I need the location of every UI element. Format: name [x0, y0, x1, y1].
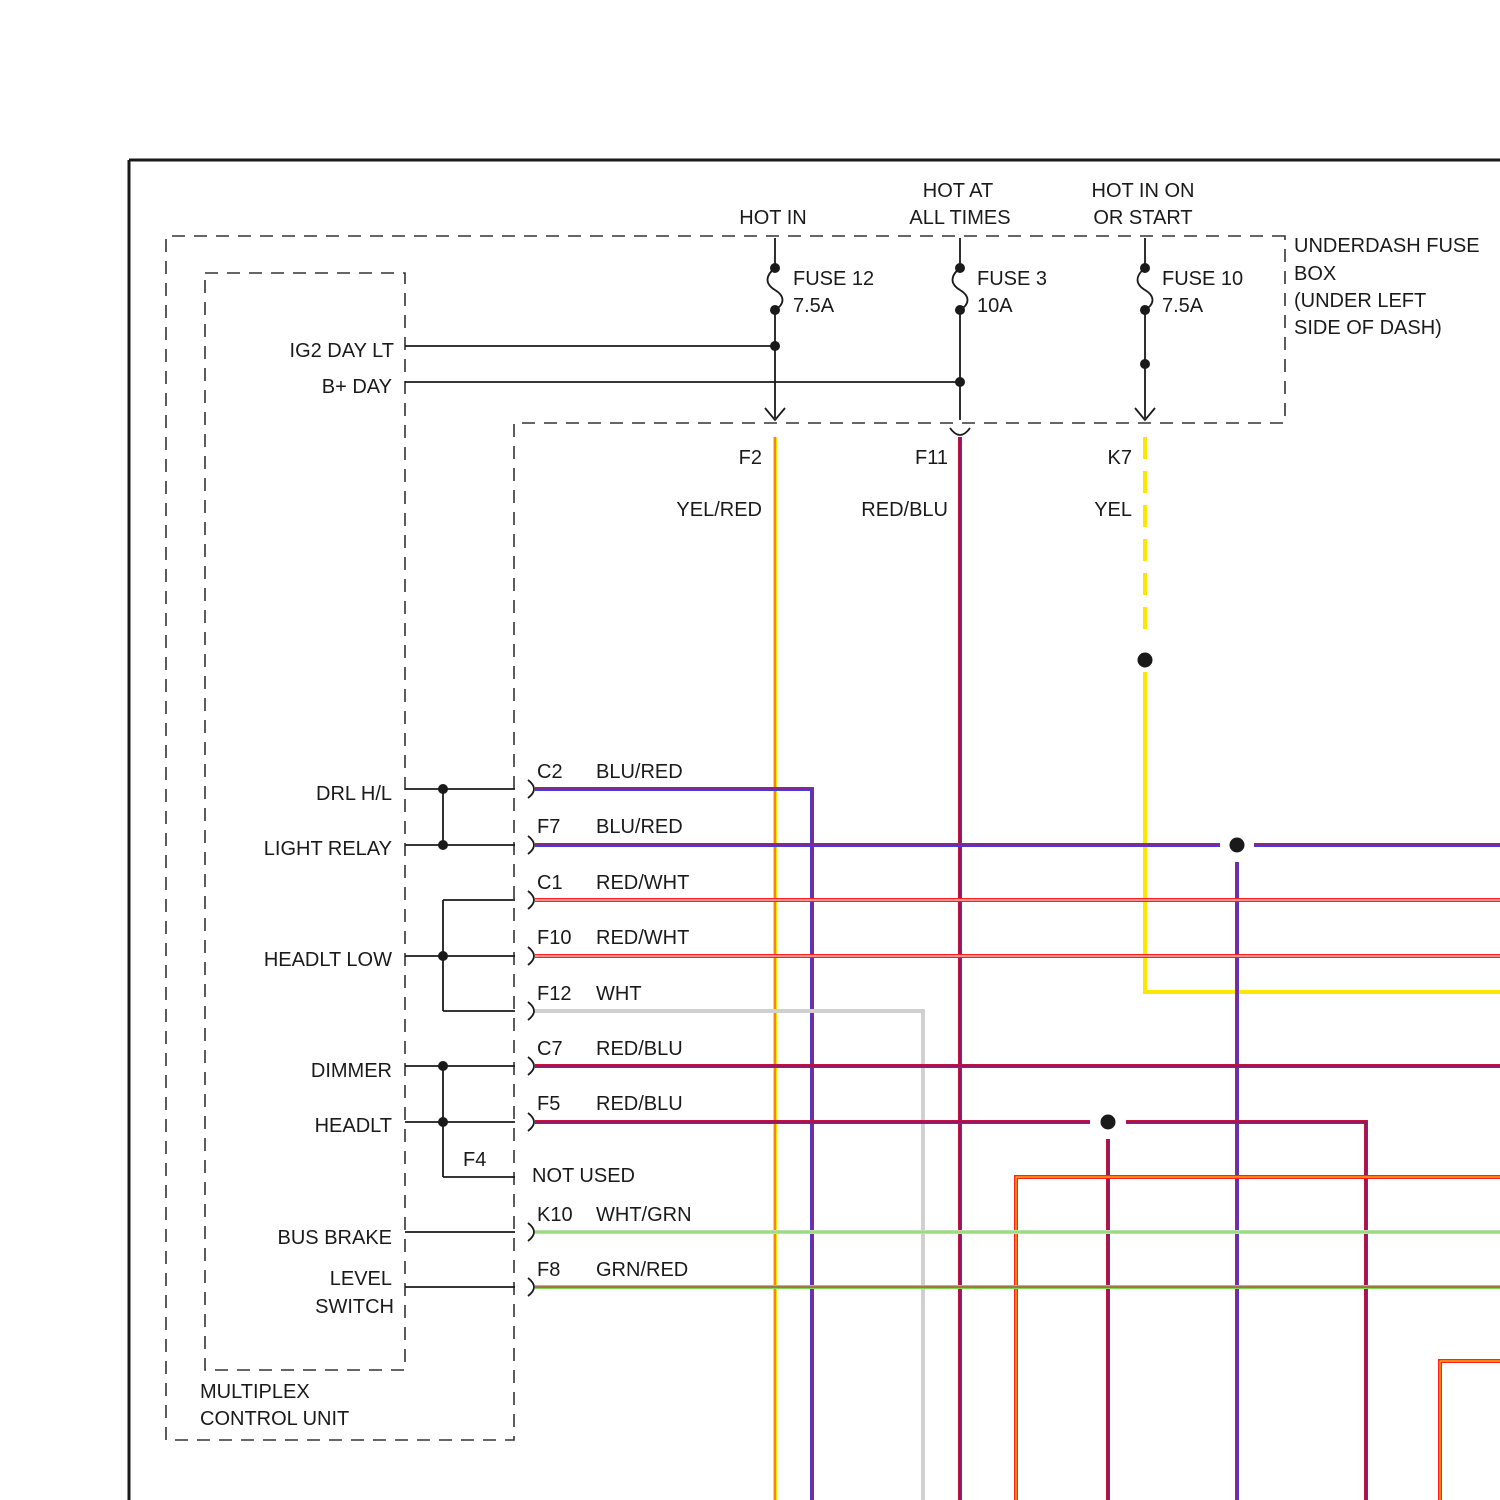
- wire-yel: [1145, 672, 1500, 992]
- label-hot-at-2: ALL TIMES: [909, 207, 1010, 229]
- svg-text:B+ DAY: B+ DAY: [322, 376, 392, 398]
- fuse-12-name: FUSE 12: [793, 268, 874, 290]
- fuse-10-rating: 7.5A: [1162, 295, 1204, 317]
- svg-text:F8: F8: [537, 1259, 560, 1281]
- black-circuit: [405, 238, 1155, 1296]
- svg-text:NOT USED: NOT USED: [532, 1165, 635, 1187]
- wire-f12-wht: [535, 1011, 923, 1500]
- svg-text:HEADLT: HEADLT: [315, 1115, 392, 1137]
- multiplex-control-unit-outline: [205, 273, 405, 1370]
- svg-text:WHT/GRN: WHT/GRN: [596, 1204, 692, 1226]
- svg-text:C7: C7: [537, 1038, 563, 1060]
- label-hot-on-2: OR START: [1093, 207, 1192, 229]
- svg-text:YEL: YEL: [1094, 499, 1132, 521]
- svg-text:K10: K10: [537, 1204, 573, 1226]
- connector-brackets: [528, 780, 534, 1296]
- svg-text:SIDE OF DASH): SIDE OF DASH): [1294, 317, 1442, 339]
- svg-text:RED/WHT: RED/WHT: [596, 872, 689, 894]
- svg-text:DIMMER: DIMMER: [311, 1060, 392, 1082]
- fuse-10-symbol: [1138, 268, 1153, 310]
- svg-text:BOX: BOX: [1294, 263, 1336, 285]
- fuse-labels: FUSE 12 7.5A FUSE 3 10A FUSE 10 7.5A: [793, 268, 1243, 317]
- wire-red-yel-corner: [1440, 1361, 1500, 1500]
- fuse-3-name: FUSE 3: [977, 268, 1047, 290]
- svg-text:RED/BLU: RED/BLU: [861, 499, 948, 521]
- fuse-12-rating: 7.5A: [793, 295, 835, 317]
- svg-text:BLU/RED: BLU/RED: [596, 761, 683, 783]
- svg-text:K7: K7: [1108, 447, 1132, 469]
- svg-text:BUS BRAKE: BUS BRAKE: [278, 1227, 392, 1249]
- control-unit-title: MULTIPLEX CONTROL UNIT: [200, 1381, 349, 1430]
- fuse-10-name: FUSE 10: [1162, 268, 1243, 290]
- svg-text:RED/WHT: RED/WHT: [596, 927, 689, 949]
- label-hot-on-1: HOT IN ON: [1092, 180, 1195, 202]
- fuse-output-labels: F2 YEL/RED F11 RED/BLU K7 YEL: [676, 447, 1132, 521]
- fuse-12-symbol: [768, 268, 783, 310]
- svg-text:BLU/RED: BLU/RED: [596, 816, 683, 838]
- power-header-labels: HOT IN HOT AT ALL TIMES HOT IN ON OR STA…: [739, 180, 1194, 229]
- svg-text:F11: F11: [915, 447, 948, 469]
- svg-text:F4: F4: [463, 1149, 486, 1171]
- fuse-3-rating: 10A: [977, 295, 1013, 317]
- svg-text:MULTIPLEX: MULTIPLEX: [200, 1381, 310, 1403]
- svg-text:F5: F5: [537, 1093, 560, 1115]
- svg-text:C2: C2: [537, 761, 563, 783]
- svg-text:RED/BLU: RED/BLU: [596, 1038, 683, 1060]
- control-unit-input-labels: IG2 DAY LT B+ DAY DRL H/L LIGHT RELAY HE…: [264, 340, 394, 1318]
- svg-text:F2: F2: [739, 447, 762, 469]
- wire-red-yel-right: [1016, 1177, 1500, 1500]
- label-hot-at-1: HOT AT: [923, 180, 993, 202]
- svg-text:DRL H/L: DRL H/L: [316, 783, 392, 805]
- svg-text:YEL/RED: YEL/RED: [676, 499, 762, 521]
- svg-text:WHT: WHT: [596, 983, 642, 1005]
- svg-text:F7: F7: [537, 816, 560, 838]
- svg-text:LEVEL: LEVEL: [330, 1268, 392, 1290]
- connector-labels: C2 BLU/RED F7 BLU/RED C1 RED/WHT F10 RED…: [463, 761, 692, 1281]
- svg-text:SWITCH: SWITCH: [315, 1296, 394, 1318]
- svg-text:C1: C1: [537, 872, 563, 894]
- fuse-box-label: UNDERDASH FUSE BOX (UNDER LEFT SIDE OF D…: [1294, 235, 1480, 339]
- svg-text:(UNDER LEFT: (UNDER LEFT: [1294, 290, 1426, 312]
- svg-text:F12: F12: [537, 983, 571, 1005]
- svg-text:GRN/RED: GRN/RED: [596, 1259, 688, 1281]
- wire-c2-blu-red: [535, 789, 812, 1500]
- fuse-3-symbol: [953, 268, 968, 310]
- svg-text:LIGHT RELAY: LIGHT RELAY: [264, 838, 392, 860]
- label-hot-in: HOT IN: [739, 207, 806, 229]
- svg-text:IG2 DAY LT: IG2 DAY LT: [290, 340, 394, 362]
- wires: [535, 437, 1500, 1500]
- svg-text:UNDERDASH FUSE: UNDERDASH FUSE: [1294, 235, 1480, 257]
- svg-text:RED/BLU: RED/BLU: [596, 1093, 683, 1115]
- svg-text:CONTROL UNIT: CONTROL UNIT: [200, 1408, 349, 1430]
- svg-text:HEADLT LOW: HEADLT LOW: [264, 949, 392, 971]
- svg-text:F10: F10: [537, 927, 571, 949]
